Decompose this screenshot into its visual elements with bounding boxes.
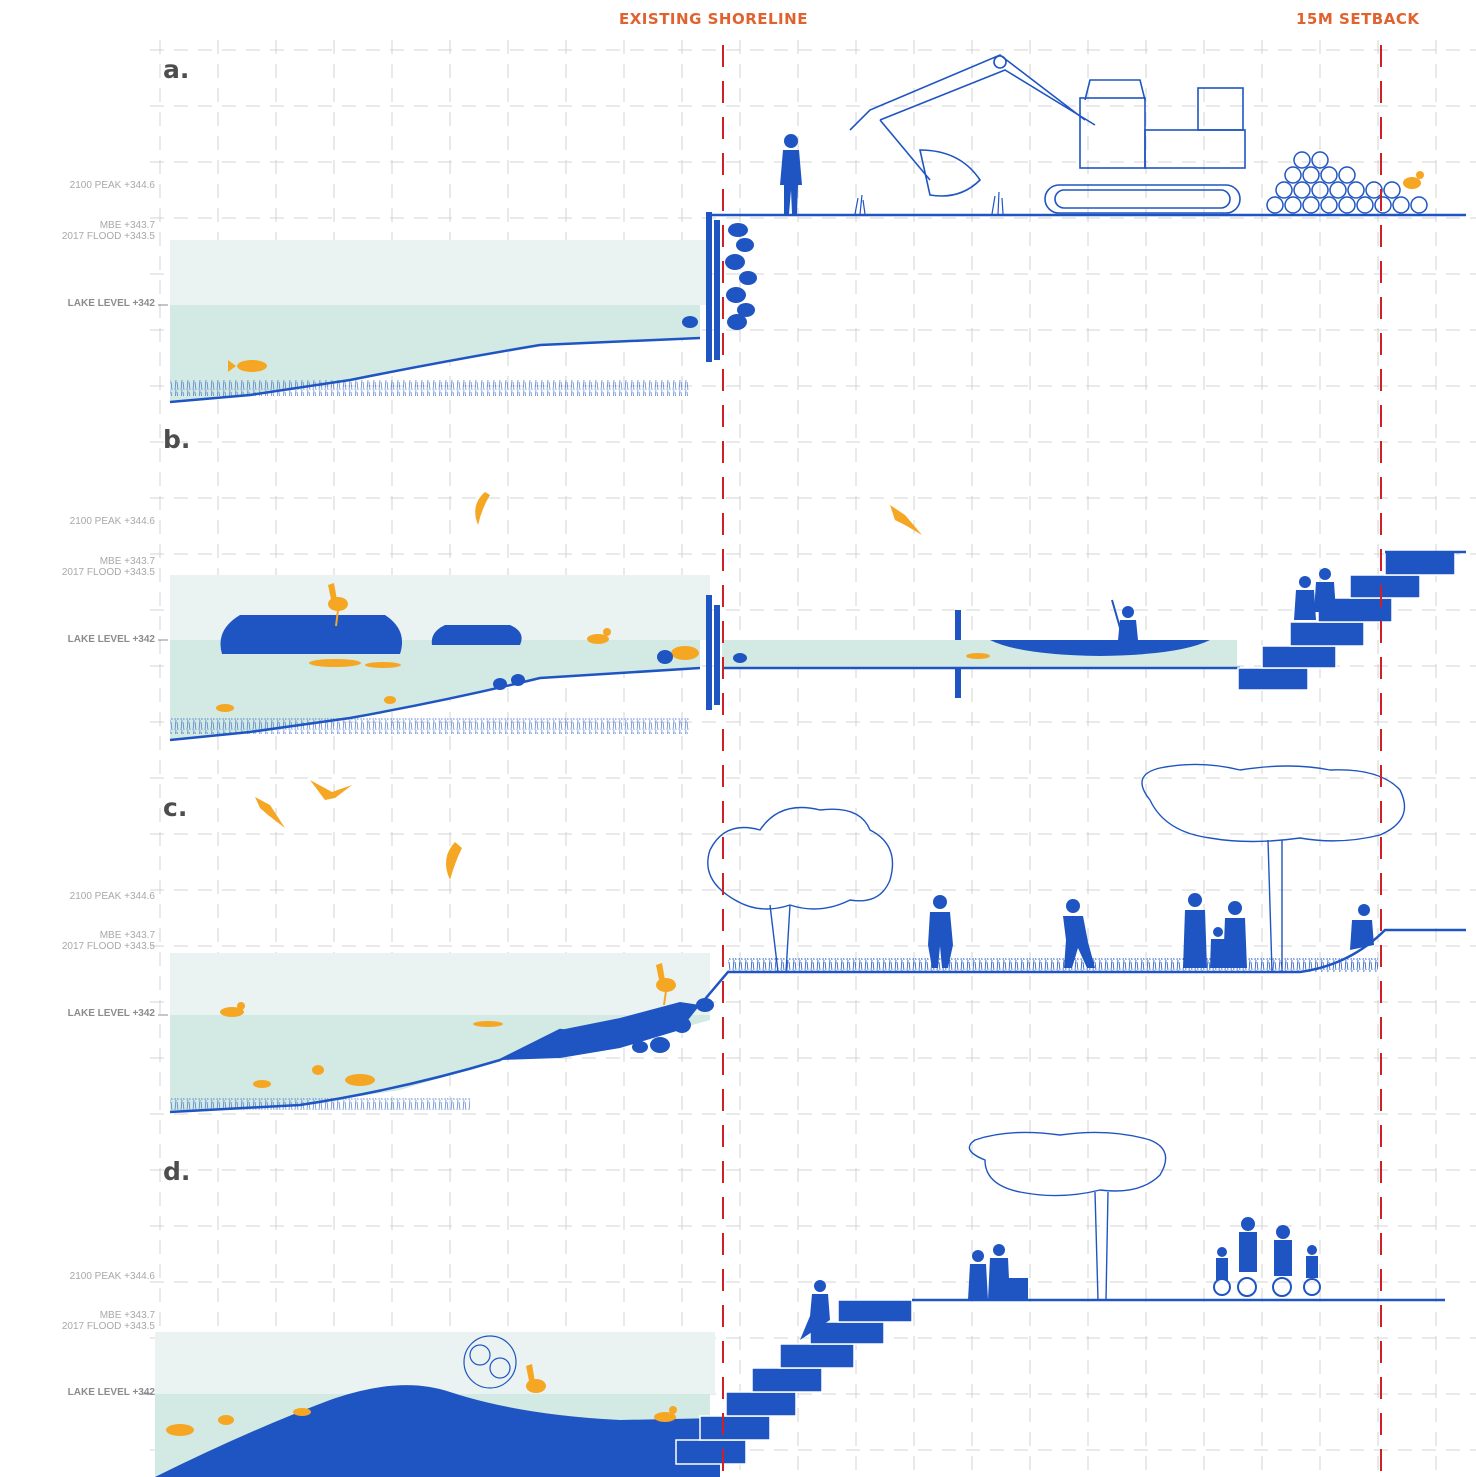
- panel-c-water: [170, 1015, 710, 1112]
- panel-c-section: [169, 763, 1466, 1114]
- panel-b-section: [169, 492, 1466, 742]
- panel-a-rock-fill: [682, 223, 757, 330]
- panel-a-lakebed: [169, 336, 701, 404]
- setback-header: 15M SETBACK: [1296, 10, 1420, 28]
- panel-c-mbe-label: MBE +343.7: [99, 930, 155, 941]
- panel-c-flood-label: 2017 FLOOD +343.5: [61, 941, 155, 952]
- panel-b-lakebed: [169, 666, 701, 742]
- panel-d-flood-label: 2017 FLOOD +343.5: [61, 1321, 155, 1332]
- panel-c-tree-icon-1: [707, 806, 894, 973]
- panel-b-bird-icon-1: [475, 492, 490, 525]
- panel-b-island-2: [431, 625, 522, 645]
- panel-b-lake-label: LAKE LEVEL +342: [67, 634, 155, 645]
- panel-a-flood-band: [170, 240, 710, 305]
- panel-b-sheet-pile: [706, 595, 712, 710]
- panel-b-vegetation: [170, 718, 690, 734]
- panel-c-label: c.: [163, 793, 188, 822]
- panel-d-lake-label: LAKE LEVEL +342: [67, 1387, 155, 1398]
- panel-d-rocks: [310, 1406, 337, 1422]
- panel-a-flood-label: 2017 FLOOD +343.5: [61, 231, 155, 242]
- panel-a-vegetation: [170, 380, 690, 396]
- panel-a-water: [170, 305, 700, 402]
- panel-b-flood-label: 2017 FLOOD +343.5: [61, 567, 155, 578]
- panel-b-fish-icons: [216, 646, 990, 712]
- panel-d-shrub-icon: [463, 1335, 517, 1389]
- panel-b-heron-icon: [328, 583, 348, 627]
- panel-a-excavator-icon: [849, 54, 1246, 214]
- panel-b-bird-icon-2: [890, 505, 922, 535]
- panel-c-peak-label: 2100 PEAK +344.6: [69, 891, 155, 902]
- panel-a-lake-label: LAKE LEVEL +342: [67, 298, 155, 309]
- panel-a-peak-label: 2100 PEAK +344.6: [69, 180, 155, 191]
- panel-c-heron-icon: [656, 963, 676, 1006]
- panel-a-fish-icon: [228, 360, 267, 372]
- panel-d-tree-icon: [968, 1131, 1167, 1301]
- panel-c-tree-icon-2: [1141, 763, 1406, 973]
- panel-c-rock-berm: [500, 1002, 700, 1060]
- panel-c-boulders: [632, 998, 714, 1053]
- panel-d-section: [155, 1131, 1445, 1477]
- panel-d-label: d.: [163, 1157, 191, 1186]
- panel-a-sheet-pile: [706, 212, 712, 362]
- existing-shoreline-header: EXISTING SHORELINE: [619, 10, 808, 28]
- panel-b-people-icon: [1294, 568, 1336, 620]
- panel-d-planted-mound: [155, 1385, 720, 1477]
- panel-c-people-icons: [928, 893, 1374, 968]
- panel-b-peak-label: 2100 PEAK +344.6: [69, 516, 155, 527]
- panel-a-person-icon: [780, 134, 802, 214]
- panel-b-label: b.: [163, 425, 191, 454]
- panel-a-cat-icon: [1403, 171, 1424, 189]
- panel-c-bird-icons: [255, 780, 462, 880]
- panel-b-paddler-icon: [1111, 599, 1138, 646]
- panel-d-flood-band: [155, 1332, 715, 1394]
- level-ticks: [143, 304, 168, 1395]
- panel-b-sheet-pile-2: [714, 605, 720, 705]
- panel-a-log-pile: [1266, 151, 1428, 214]
- panel-b-rocks: [493, 650, 747, 690]
- panel-c-fish-icons: [220, 1002, 503, 1088]
- panel-d-people-icons: [800, 1244, 1028, 1340]
- panel-a-sheet-pile-2: [714, 220, 720, 360]
- panel-d-cyclist-bodies: [1216, 1217, 1318, 1280]
- panel-c-grass: [728, 958, 1378, 972]
- panel-d-cyclist-icons: [1213, 1277, 1321, 1297]
- panel-b-canoe-icon: [990, 640, 1210, 656]
- panel-d-terraced-steps: [675, 1299, 913, 1465]
- panel-b-water: [170, 640, 700, 740]
- panel-a-mbe-label: MBE +343.7: [99, 220, 155, 231]
- panel-c-flood-band: [170, 953, 710, 1015]
- panel-a-section: [169, 54, 1466, 404]
- panel-b-island-1: [220, 615, 403, 654]
- panel-b-mbe-label: MBE +343.7: [99, 556, 155, 567]
- panel-c-lake-label: LAKE LEVEL +342: [67, 1008, 155, 1019]
- panel-a-label: a.: [163, 55, 190, 84]
- panel-c-submerged-grass: [170, 1098, 470, 1110]
- panel-d-mbe-label: MBE +343.7: [99, 1310, 155, 1321]
- panel-b-duck-icon: [587, 628, 611, 644]
- panel-b-terraced-steps: [1237, 551, 1456, 691]
- panel-d-wildlife-icons: [166, 1364, 677, 1436]
- panel-a-plants: [854, 191, 1004, 215]
- panel-d-peak-label: 2100 PEAK +344.6: [69, 1271, 155, 1282]
